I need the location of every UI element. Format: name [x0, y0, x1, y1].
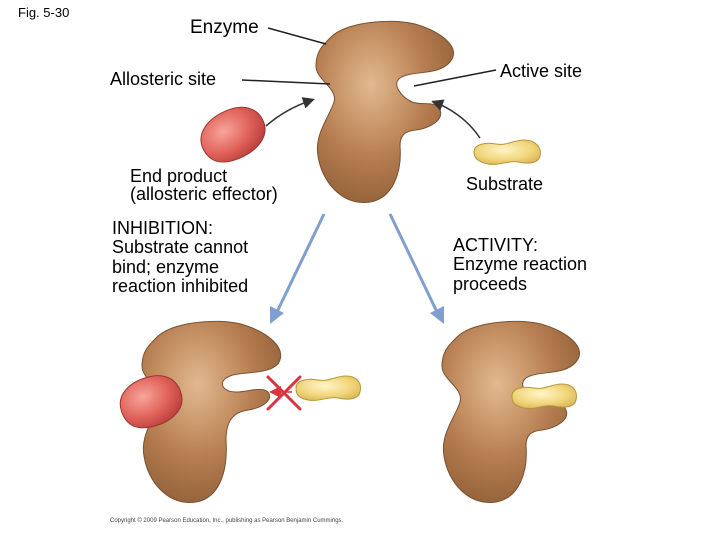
enzyme-label: Enzyme [190, 17, 259, 38]
end-product-label: End product (allosteric effector) [130, 166, 278, 204]
inhibition-x-icon [266, 375, 302, 411]
activity-pathway-arrow [388, 213, 444, 324]
substrate-binding-arrow [431, 99, 481, 139]
copyright-notice: Copyright © 2009 Pearson Education, Inc.… [110, 518, 344, 524]
active-site-leader-line [413, 69, 497, 87]
enzyme-leader-line [267, 27, 327, 45]
substrate-label: Substrate [466, 174, 544, 194]
substrate-blocked [295, 375, 361, 401]
allosteric-leader-line [241, 79, 331, 85]
substrate-bound [511, 383, 577, 409]
allosteric-effector-free [200, 106, 266, 163]
active-site-label: Active site [500, 61, 583, 81]
figure-label: Fig. 5-30 [18, 5, 70, 20]
enzyme-active [441, 320, 581, 503]
allosteric-effector-bound [119, 375, 183, 429]
activity-caption: ACTIVITY: Enzyme reaction proceeds [453, 235, 588, 294]
inhibition-caption: INHIBITION: Substrate cannot bind; enzym… [112, 218, 249, 297]
enzyme-top [315, 20, 455, 203]
substrate-free [473, 139, 541, 165]
inhibition-pathway-arrow [270, 213, 326, 324]
effector-binding-arrow [265, 97, 315, 127]
allosteric-site-label: Allosteric site [110, 69, 217, 89]
